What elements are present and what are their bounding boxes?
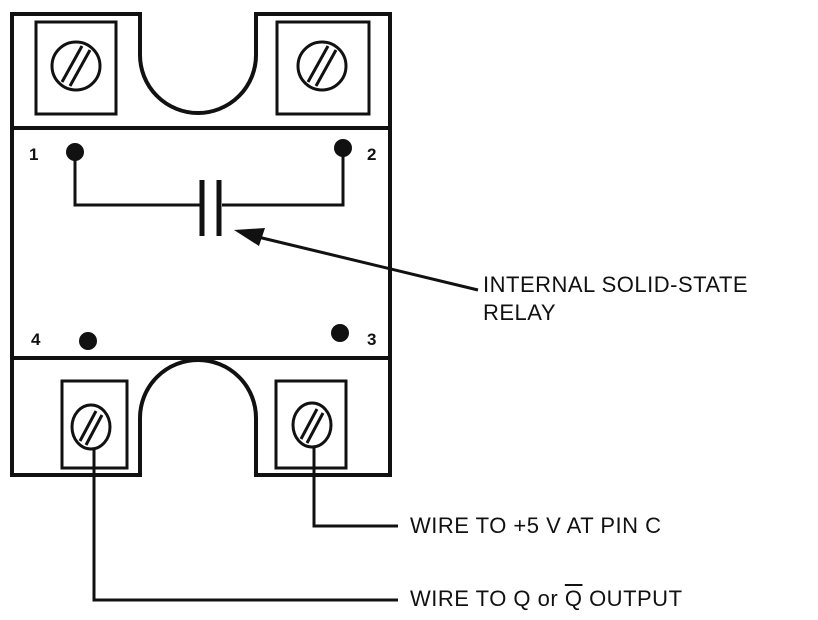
wire-q-suffix: OUTPUT <box>582 586 683 611</box>
screw-icon <box>70 403 112 451</box>
arrowhead-icon <box>234 228 265 246</box>
pin-dot-3 <box>331 324 349 342</box>
pin-label-2: 2 <box>367 145 377 164</box>
wire-q-bar: Q <box>564 586 583 611</box>
pin-dot-4 <box>79 332 97 350</box>
relay-callout-line2: RELAY <box>483 300 557 325</box>
wire-5v-label: WIRE TO +5 V AT PIN C <box>410 513 662 538</box>
wire-q-prefix: WIRE TO Q or <box>410 586 565 611</box>
pin-label-3: 3 <box>367 330 377 349</box>
wire-5v <box>312 446 398 528</box>
pin-label-1: 1 <box>29 145 39 164</box>
screw-icon <box>50 40 102 92</box>
screw-icon <box>291 401 333 449</box>
screw-icon <box>296 40 348 92</box>
terminal-box-top-left <box>34 20 118 116</box>
relay-wire-left <box>73 152 200 207</box>
pin-label-4: 4 <box>31 330 41 349</box>
terminal-box-bottom-right <box>274 379 348 470</box>
relay-wire-right <box>222 148 345 207</box>
relay-body-outline <box>10 12 392 477</box>
wire-q-output <box>92 448 398 602</box>
relay-callout-label: INTERNAL SOLID-STATE RELAY <box>483 271 748 327</box>
wire-q-label: WIRE TO Q or Q OUTPUT <box>410 585 683 613</box>
terminal-box-top-right <box>275 20 371 116</box>
relay-callout-line1: INTERNAL SOLID-STATE <box>483 272 749 297</box>
relay-callout-line <box>257 235 479 292</box>
